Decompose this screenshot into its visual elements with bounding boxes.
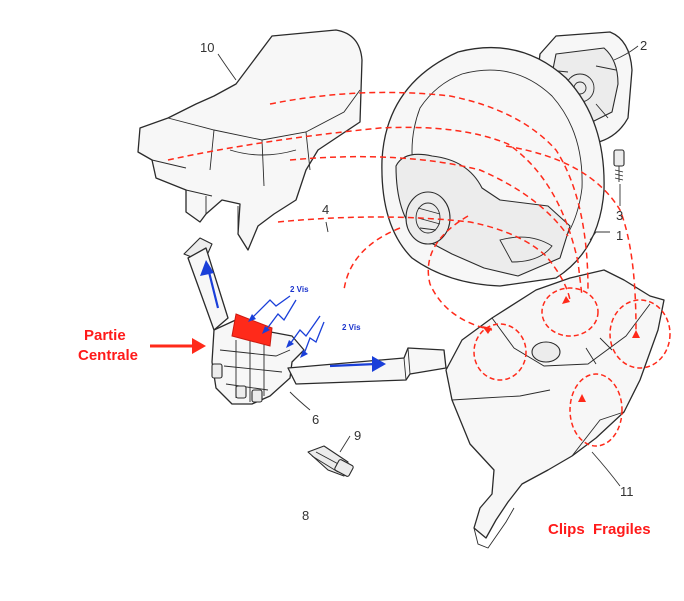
callout-6: 6 — [312, 412, 319, 427]
callout-10: 10 — [200, 40, 214, 55]
callout-1: 1 — [616, 228, 623, 243]
blue-screw-pointers — [248, 295, 325, 358]
callout-11: 11 — [620, 484, 634, 499]
clip-ring-left — [473, 323, 527, 381]
steering-wheel-part-1 — [381, 46, 605, 287]
leader-lines — [217, 45, 639, 487]
label-partie: Partie — [84, 327, 126, 344]
label-2-vis-right: 2 Vis — [342, 323, 361, 332]
assembly-guides — [167, 91, 671, 447]
bolt-part-9 — [307, 445, 354, 477]
callout-3: 3 — [616, 208, 623, 223]
label-2-vis-left: 2 Vis — [290, 285, 309, 294]
label-clips-fragiles: Clips Fragiles — [548, 521, 651, 538]
callout-4: 4 — [322, 202, 329, 217]
label-centrale: Centrale — [78, 347, 138, 364]
blue-direction-arrows — [200, 260, 386, 372]
screw-part-4 — [325, 221, 329, 233]
callout-9: 9 — [354, 428, 361, 443]
upper-shroud-part-10 — [137, 29, 363, 251]
bolt-part-3 — [613, 149, 625, 182]
clip-ring-top — [541, 287, 599, 337]
combination-switch-part-6 — [183, 237, 447, 405]
callout-2: 2 — [640, 38, 647, 53]
clip-ring-right — [609, 299, 671, 369]
red-pointer-arrow — [150, 338, 206, 354]
callout-8: 8 — [302, 508, 309, 523]
clip-ring-bottom — [569, 373, 623, 447]
lower-shroud-part-11 — [445, 269, 665, 549]
